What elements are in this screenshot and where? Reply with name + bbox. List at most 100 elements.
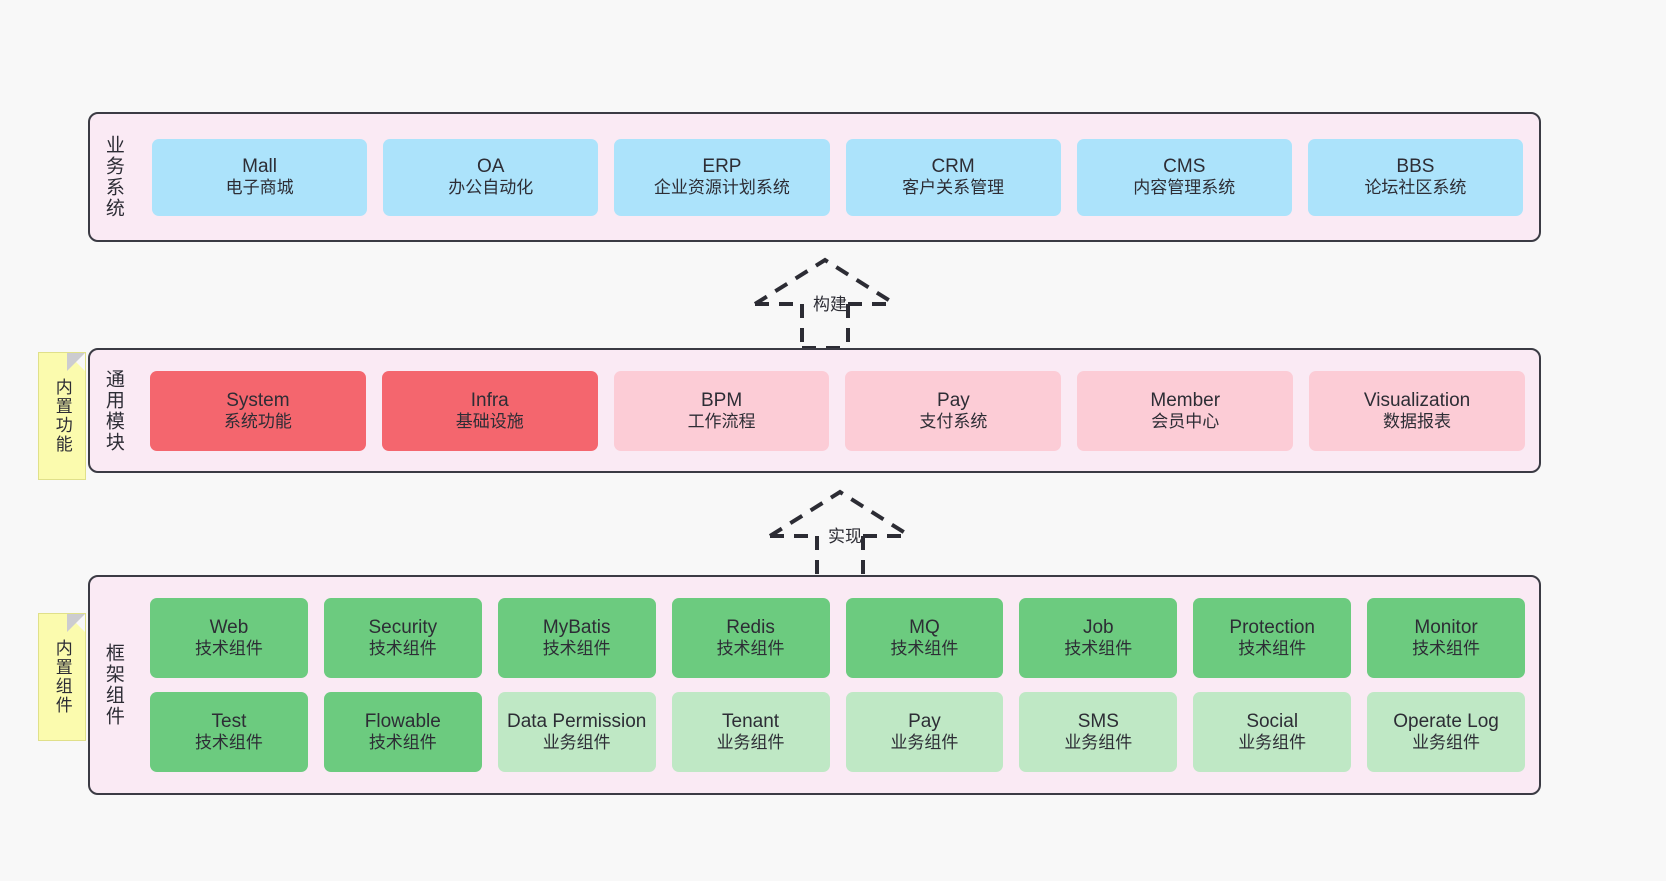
card-title-en: Security	[368, 617, 438, 639]
card-infra[interactable]: Infra 基础设施	[381, 370, 598, 451]
card-title-cn: 技术组件	[194, 639, 263, 659]
card-title-cn: 基础设施	[455, 411, 524, 431]
card-operate-log[interactable]: Operate Log 业务组件	[1367, 692, 1525, 772]
card-data-permission[interactable]: Data Permission 业务组件	[497, 692, 656, 772]
card-title-cn: 业务组件	[1064, 733, 1133, 753]
card-title-en: SMS	[1077, 711, 1119, 733]
card-title-en: Operate Log	[1393, 711, 1499, 733]
sticky-note-builtin-components: 内置组件	[38, 613, 86, 741]
card-row: System 系统功能 Infra 基础设施 BPM 工作流程 Pay 支付系统…	[150, 370, 1525, 451]
card-title-en: CMS	[1163, 156, 1206, 178]
layer-title-framework: 框架组件	[102, 643, 124, 727]
card-title-cn: 客户关系管理	[902, 178, 1005, 198]
card-mq[interactable]: MQ 技术组件	[845, 598, 1004, 678]
card-title-en: MQ	[909, 617, 940, 639]
card-cms[interactable]: CMS 内容管理系统	[1076, 138, 1292, 216]
layer-title-common: 通用模块	[102, 368, 124, 453]
card-title-en: Data Permission	[506, 711, 647, 733]
card-redis[interactable]: Redis 技术组件	[671, 598, 830, 678]
card-title-cn: 技术组件	[1238, 639, 1307, 659]
card-title-en: Flowable	[364, 711, 441, 733]
card-title-en: Job	[1082, 617, 1114, 639]
layer-body-business: Mall 电子商城 OA 办公自动化 ERP 企业资源计划系统 CRM 客户关系…	[136, 114, 1539, 240]
card-row: Mall 电子商城 OA 办公自动化 ERP 企业资源计划系统 CRM 客户关系…	[152, 138, 1524, 216]
card-bpm[interactable]: BPM 工作流程	[613, 370, 830, 451]
card-title-en: Web	[209, 617, 249, 639]
card-title-en: BBS	[1396, 156, 1435, 178]
card-pay-biz[interactable]: Pay 业务组件	[845, 692, 1004, 772]
card-erp[interactable]: ERP 企业资源计划系统	[614, 138, 830, 216]
card-title-cn: 技术组件	[542, 639, 611, 659]
card-mybatis[interactable]: MyBatis 技术组件	[497, 598, 656, 678]
card-visualization[interactable]: Visualization 数据报表	[1309, 370, 1525, 451]
card-title-en: ERP	[702, 156, 742, 178]
card-title-cn: 工作流程	[687, 411, 756, 431]
card-job[interactable]: Job 技术组件	[1019, 598, 1178, 678]
card-protection[interactable]: Protection 技术组件	[1193, 598, 1352, 678]
card-title-en: Tenant	[722, 711, 780, 733]
card-test[interactable]: Test 技术组件	[150, 692, 308, 772]
card-title-cn: 论坛社区系统	[1364, 178, 1467, 198]
card-oa[interactable]: OA 办公自动化	[383, 138, 599, 216]
card-title-en: Pay	[908, 711, 941, 733]
card-title-en: MyBatis	[542, 617, 611, 639]
card-title-en: Redis	[726, 617, 775, 639]
card-mall[interactable]: Mall 电子商城	[152, 138, 368, 216]
card-title-en: OA	[477, 156, 505, 178]
connector-build: 构建	[745, 252, 925, 352]
card-title-en: System	[226, 389, 290, 411]
card-title-cn: 办公自动化	[448, 178, 534, 198]
card-tenant[interactable]: Tenant 业务组件	[671, 692, 830, 772]
layer-common-modules: 通用模块 System 系统功能 Infra 基础设施 BPM 工作流程 Pay…	[88, 348, 1541, 473]
card-title-cn: 系统功能	[223, 411, 292, 431]
card-title-cn: 技术组件	[1412, 639, 1481, 659]
card-title-cn: 业务组件	[1238, 733, 1307, 753]
connector-label-build: 构建	[813, 295, 847, 314]
layer-title-business: 业务系统	[102, 135, 124, 219]
layer-body-framework: Web 技术组件 Security 技术组件 MyBatis 技术组件 Redi…	[136, 577, 1539, 793]
card-title-en: Social	[1246, 711, 1299, 733]
card-title-en: Mall	[242, 156, 277, 178]
card-title-cn: 技术组件	[194, 733, 263, 753]
card-title-en: Test	[211, 711, 247, 733]
card-title-en: BPM	[700, 389, 743, 411]
card-title-en: Protection	[1229, 617, 1315, 639]
card-title-cn: 企业资源计划系统	[653, 178, 790, 198]
card-title-en: Member	[1150, 389, 1221, 411]
card-title-en: Visualization	[1363, 389, 1471, 411]
card-title-cn: 业务组件	[890, 733, 959, 753]
layer-business-systems: 业务系统 Mall 电子商城 OA 办公自动化 ERP 企业资源计划系统 CRM…	[88, 112, 1541, 242]
card-member[interactable]: Member 会员中心	[1077, 370, 1294, 451]
card-security[interactable]: Security 技术组件	[323, 598, 482, 678]
layer-framework-components: 框架组件 Web 技术组件 Security 技术组件 MyBatis 技术组件…	[88, 575, 1541, 795]
card-title-cn: 技术组件	[368, 639, 437, 659]
card-flowable[interactable]: Flowable 技术组件	[323, 692, 482, 772]
card-title-cn: 内容管理系统	[1133, 178, 1236, 198]
card-title-cn: 支付系统	[919, 411, 988, 431]
card-system[interactable]: System 系统功能	[150, 370, 366, 451]
card-title-cn: 业务组件	[716, 733, 785, 753]
layer-body-common: System 系统功能 Infra 基础设施 BPM 工作流程 Pay 支付系统…	[136, 350, 1539, 471]
card-title-cn: 业务组件	[1412, 733, 1481, 753]
card-row: Test 技术组件 Flowable 技术组件 Data Permission …	[150, 692, 1525, 772]
card-title-cn: 电子商城	[225, 178, 294, 198]
card-social[interactable]: Social 业务组件	[1193, 692, 1352, 772]
card-sms[interactable]: SMS 业务组件	[1019, 692, 1178, 772]
card-title-cn: 技术组件	[716, 639, 785, 659]
card-title-cn: 技术组件	[368, 733, 437, 753]
card-web[interactable]: Web 技术组件	[150, 598, 308, 678]
card-pay[interactable]: Pay 支付系统	[845, 370, 1062, 451]
card-bbs[interactable]: BBS 论坛社区系统	[1307, 138, 1524, 216]
card-title-cn: 业务组件	[542, 733, 611, 753]
card-title-cn: 技术组件	[1064, 639, 1133, 659]
card-title-cn: 会员中心	[1151, 411, 1220, 431]
card-crm[interactable]: CRM 客户关系管理	[845, 138, 1061, 216]
card-title-en: Infra	[470, 389, 509, 411]
card-monitor[interactable]: Monitor 技术组件	[1367, 598, 1525, 678]
connector-implement: 实现	[760, 484, 940, 584]
card-row: Web 技术组件 Security 技术组件 MyBatis 技术组件 Redi…	[150, 598, 1525, 678]
card-title-en: CRM	[931, 156, 975, 178]
card-title-en: Monitor	[1414, 617, 1478, 639]
card-title-cn: 技术组件	[890, 639, 959, 659]
